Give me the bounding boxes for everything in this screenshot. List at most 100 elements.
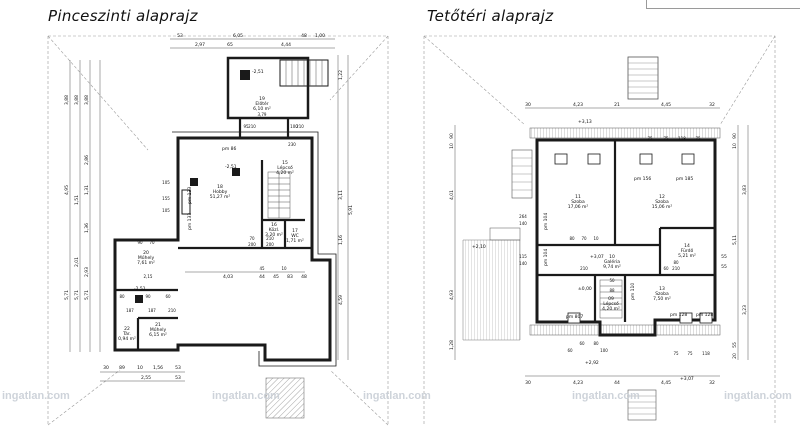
watermark-3: ingatlan.com bbox=[363, 390, 431, 402]
basement-plan: 19 Előtér 6,10 m² 18 Hobby 51,27 m² 15 L… bbox=[47, 33, 389, 426]
b-inner-2: 100 bbox=[290, 124, 298, 129]
room-12-num: 12 bbox=[659, 194, 665, 200]
attic-pm-8: pm 128 bbox=[696, 312, 713, 318]
a-inner-12: 60 bbox=[663, 266, 669, 271]
basement-dim-right-1: 1,22 bbox=[338, 70, 344, 80]
room-13-area: 7,50 m² bbox=[653, 296, 671, 302]
room-18-num: 18 bbox=[217, 184, 223, 190]
b-inner-7: 210 bbox=[266, 236, 274, 241]
room-19-name: Előtér bbox=[255, 100, 268, 107]
attic-dim-top-3: 21 bbox=[614, 102, 620, 108]
a-inner-17: 60 bbox=[579, 341, 585, 346]
basement-dim-left-6: 1,31 bbox=[84, 185, 90, 195]
room-20-num: 20 bbox=[143, 250, 149, 256]
attic-dim-right-9: 20 bbox=[732, 353, 738, 359]
b-inner-14: 80 bbox=[119, 294, 125, 299]
attic-dim-right-8: 55 bbox=[732, 342, 738, 348]
room-11-area: 17,06 m² bbox=[568, 204, 589, 210]
a-inner-13: 210 bbox=[672, 266, 680, 271]
a-inner-3: 75 bbox=[695, 136, 701, 141]
room-13-name: Szoba bbox=[655, 291, 669, 297]
room-15-area: 4,20 m² bbox=[276, 170, 294, 176]
room-14-area: 5,21 m² bbox=[678, 253, 696, 259]
b-inner-8: 200 bbox=[266, 242, 274, 247]
basement-dim-bottom-2: 89 bbox=[119, 365, 125, 371]
basement-dim-bottom-1: 30 bbox=[103, 365, 109, 371]
attic-dim-top-5: 32 bbox=[709, 102, 715, 108]
watermark-5: ingatlan.com bbox=[724, 390, 792, 402]
room-22-num: 22 bbox=[124, 326, 130, 332]
attic-pm-7: pm 128 bbox=[670, 312, 687, 318]
room-21-name: Műhely bbox=[150, 327, 167, 333]
a-inner-16: 88 bbox=[609, 288, 615, 293]
basement-plan-title: Pinceszinti alaprajz bbox=[48, 7, 198, 25]
basement-dim-bottom2-1: 2,55 bbox=[141, 375, 151, 381]
basement-pm-1: pm 86 bbox=[222, 146, 237, 152]
room-22-name: Tár. bbox=[122, 330, 131, 337]
room-21-area: 6,15 m² bbox=[149, 332, 167, 338]
basement-dim-mid-3: 45 bbox=[273, 274, 279, 280]
a-inner-20: 100 bbox=[600, 348, 608, 353]
attic-dim-left-1: 90 bbox=[449, 133, 455, 139]
basement-dim-left-10: 2,93 bbox=[84, 267, 90, 277]
room-17-area: 1,71 m² bbox=[286, 238, 304, 244]
room-11-num: 11 bbox=[575, 194, 581, 200]
a-inner-0: 75 bbox=[647, 136, 653, 141]
room-22-area: 0,94 m² bbox=[118, 336, 136, 342]
attic-dim-left-3: 4,01 bbox=[449, 190, 455, 200]
basement-dim-mid-5: 48 bbox=[301, 274, 307, 280]
a-inner-21: 75 bbox=[673, 351, 679, 356]
basement-dim-left-1: 3,88 bbox=[64, 95, 70, 105]
room-16-area: 3,20 m² bbox=[265, 232, 283, 238]
basement-dim-left-3: 3,88 bbox=[84, 95, 90, 105]
attic-plan-title: Tetőtéri alaprajz bbox=[427, 7, 554, 25]
room-20-name: Műhely bbox=[138, 255, 155, 261]
basement-dim-left-11: 5,71 bbox=[64, 290, 70, 300]
attic-dim-top-2: 4,23 bbox=[573, 102, 583, 108]
watermark-2: ingatlan.com bbox=[212, 390, 280, 402]
basement-dim-right-5: 4,59 bbox=[338, 295, 344, 305]
attic-plan: 11 Szoba 17,06 m² 12 Szoba 15,06 m² 14 F… bbox=[423, 35, 776, 425]
b-inner-11: 155 bbox=[162, 196, 170, 201]
attic-level-6: +3,07 bbox=[680, 376, 694, 382]
basement-dim-left-7: 1,51 bbox=[74, 195, 80, 205]
attic-pm-5: pm 110 bbox=[630, 283, 636, 300]
basement-dim-left-9: 2,01 bbox=[74, 257, 80, 267]
basement-dim-left-13: 5,71 bbox=[84, 290, 90, 300]
b-inner-0: 95 bbox=[243, 124, 249, 129]
room-09-name: Lépcső bbox=[603, 300, 619, 307]
corner-frame bbox=[646, 0, 800, 9]
attic-dim-bottom-4: 4,45 bbox=[661, 380, 671, 386]
b-inner-10: 105 bbox=[162, 180, 170, 185]
a-inner-15: 50 bbox=[609, 278, 615, 283]
watermark-1: ingatlan.com bbox=[2, 390, 70, 402]
b-inner-20: 10 bbox=[281, 266, 287, 271]
basement-dim-right-2: 3,11 bbox=[338, 190, 344, 200]
attic-pm-6: pm 807 bbox=[566, 314, 583, 320]
room-13-num: 13 bbox=[659, 286, 665, 292]
b-inner-23: 70 bbox=[149, 240, 155, 245]
attic-level-4: +2,10 bbox=[472, 244, 486, 250]
room-11-name: Szoba bbox=[571, 199, 585, 205]
room-18-area: 51,27 m² bbox=[210, 194, 231, 200]
b-inner-13: 2,15 bbox=[144, 274, 153, 279]
a-inner-10: 10 bbox=[593, 236, 599, 241]
b-inner-17: 187 bbox=[148, 308, 156, 313]
room-20-area: 7,61 m² bbox=[137, 260, 155, 266]
attic-dim-left-4: 4,93 bbox=[449, 290, 455, 300]
room-19-area: 6,10 m² bbox=[253, 106, 271, 112]
basement-dim-left-2: 3,88 bbox=[74, 95, 80, 105]
b-inner-1: 210 bbox=[248, 124, 256, 129]
basement-dim-top-3: 48 bbox=[301, 33, 307, 39]
room-15-name: Lépcső bbox=[277, 164, 293, 171]
basement-dim-right-3: 1,16 bbox=[338, 235, 344, 245]
b-inner-12: 105 bbox=[162, 208, 170, 213]
room-16-name: Közl. bbox=[269, 227, 280, 233]
a-inner-23: 118 bbox=[702, 351, 710, 356]
room-15-num: 15 bbox=[282, 160, 288, 166]
a-inner-5: 140 bbox=[519, 221, 527, 226]
a-inner-19: 60 bbox=[567, 348, 573, 353]
b-inner-16: 90 bbox=[145, 294, 151, 299]
attic-dim-left-2: 10 bbox=[449, 143, 455, 149]
b-inner-5: 70 bbox=[249, 236, 255, 241]
